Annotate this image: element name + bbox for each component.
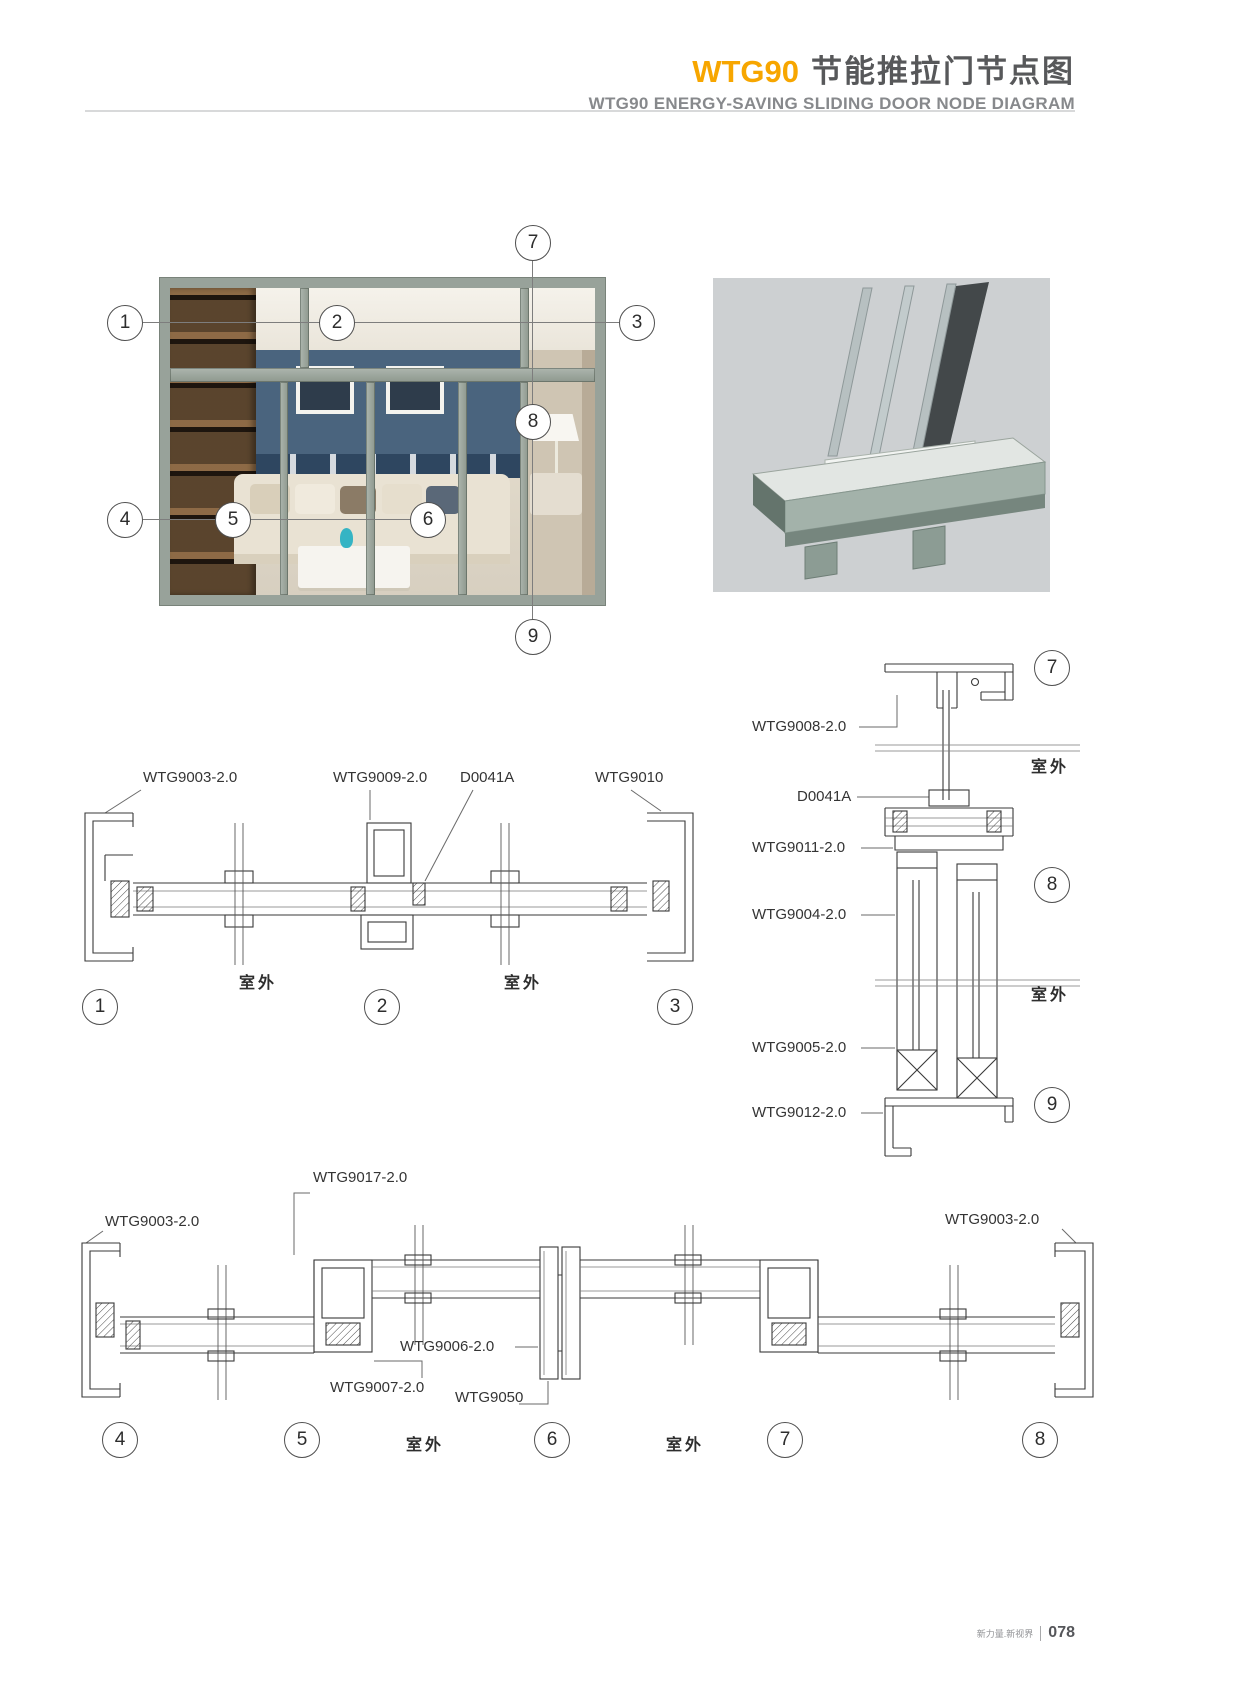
outdoor-label: 室外 [1030, 759, 1069, 776]
node-7: 7 [1034, 650, 1070, 686]
vase [340, 528, 353, 548]
vertical-section-geometry [857, 663, 1080, 1157]
callout-4: 4 [107, 502, 143, 538]
door-stile [280, 382, 288, 595]
transom-section-geometry [84, 789, 694, 965]
lamp-pole [555, 441, 558, 473]
door-section-geometry [81, 1192, 1094, 1405]
profile-render-image [751, 282, 1047, 580]
transom-mullion [520, 288, 529, 368]
part-label: WTG9003-2.0 [143, 769, 238, 786]
section-line-vertical [532, 261, 533, 619]
node-5: 5 [284, 1422, 320, 1458]
part-label: WTG9005-2.0 [752, 1039, 847, 1056]
node-4: 4 [102, 1422, 138, 1458]
part-label: D0041A [460, 769, 515, 786]
page-subtitle: WTG90 ENERGY-SAVING SLIDING DOOR NODE DI… [588, 94, 1075, 113]
lamp-table [530, 473, 582, 515]
part-label: D0041A [797, 788, 852, 805]
transom-rail [170, 368, 595, 382]
footer-slogan: 新力量.新视界 [976, 1628, 1034, 1639]
node-2: 2 [364, 989, 400, 1025]
callout-1: 1 [107, 305, 143, 341]
page-footer: 新力量.新视界 078 [0, 1624, 1075, 1642]
callout-5: 5 [215, 502, 251, 538]
node-7b: 7 [767, 1422, 803, 1458]
coffee-table [298, 546, 410, 588]
part-label: WTG9003-2.0 [945, 1211, 1040, 1228]
pillow [295, 484, 335, 514]
callout-7: 7 [515, 225, 551, 261]
node-6: 6 [534, 1422, 570, 1458]
page-title: WTG90 节能推拉门节点图 [0, 46, 1075, 91]
part-label: WTG9012-2.0 [752, 1104, 847, 1121]
outdoor-label: 室外 [405, 1437, 444, 1454]
node-1: 1 [82, 989, 118, 1025]
brand-text: WTG90 [692, 54, 799, 89]
callout-6: 6 [410, 502, 446, 538]
part-label: WTG9006-2.0 [400, 1338, 495, 1355]
callout-8: 8 [515, 404, 551, 440]
part-label: WTG9009-2.0 [333, 769, 428, 786]
node-3: 3 [657, 989, 693, 1025]
outdoor-label: 室外 [665, 1437, 704, 1454]
node-8b: 8 [1022, 1422, 1058, 1458]
section-line-horizontal-mid [143, 519, 410, 520]
callout-9: 9 [515, 619, 551, 655]
part-label: WTG9008-2.0 [752, 718, 847, 735]
curtain [582, 350, 595, 595]
part-label: WTG9050 [455, 1389, 524, 1406]
page-number: 078 [1048, 1624, 1075, 1641]
section-drawing-vertical: WTG9008-2.0 D0041A WTG9011-2.0 WTG9004-2… [745, 650, 1135, 1170]
footer-divider [1040, 1625, 1042, 1641]
door-stile [520, 382, 528, 595]
node-9: 9 [1034, 1087, 1070, 1123]
outdoor-label: 室外 [1030, 987, 1069, 1004]
node-8: 8 [1034, 867, 1070, 903]
header-divider [85, 110, 1075, 112]
part-label: WTG9010 [595, 769, 664, 786]
outdoor-label: 室外 [238, 975, 277, 992]
callout-2: 2 [319, 305, 355, 341]
transom-mullion [300, 288, 309, 368]
section-line-horizontal-top [143, 322, 619, 323]
outdoor-label: 室外 [503, 975, 542, 992]
section-drawing-transom: WTG9003-2.0 WTG9009-2.0 D0041A WTG9010 室… [75, 765, 720, 1040]
part-label: WTG9007-2.0 [330, 1379, 425, 1396]
part-label: WTG9017-2.0 [313, 1169, 408, 1186]
part-label: WTG9003-2.0 [105, 1213, 200, 1230]
part-label: WTG9004-2.0 [752, 906, 847, 923]
door-stile [458, 382, 467, 595]
callout-3: 3 [619, 305, 655, 341]
part-label: WTG9011-2.0 [752, 839, 846, 856]
title-cn-text: 节能推拉门节点图 [811, 54, 1075, 89]
profile-render-panel [713, 278, 1050, 592]
door-stile [366, 382, 375, 595]
section-drawing-door: WTG9017-2.0 WTG9003-2.0 WTG9003-2.0 WTG9… [70, 1165, 1175, 1475]
door-photo [160, 278, 605, 605]
page-header: WTG90 节能推拉门节点图 WTG90 ENERGY-SAVING SLIDIN… [0, 46, 1075, 114]
